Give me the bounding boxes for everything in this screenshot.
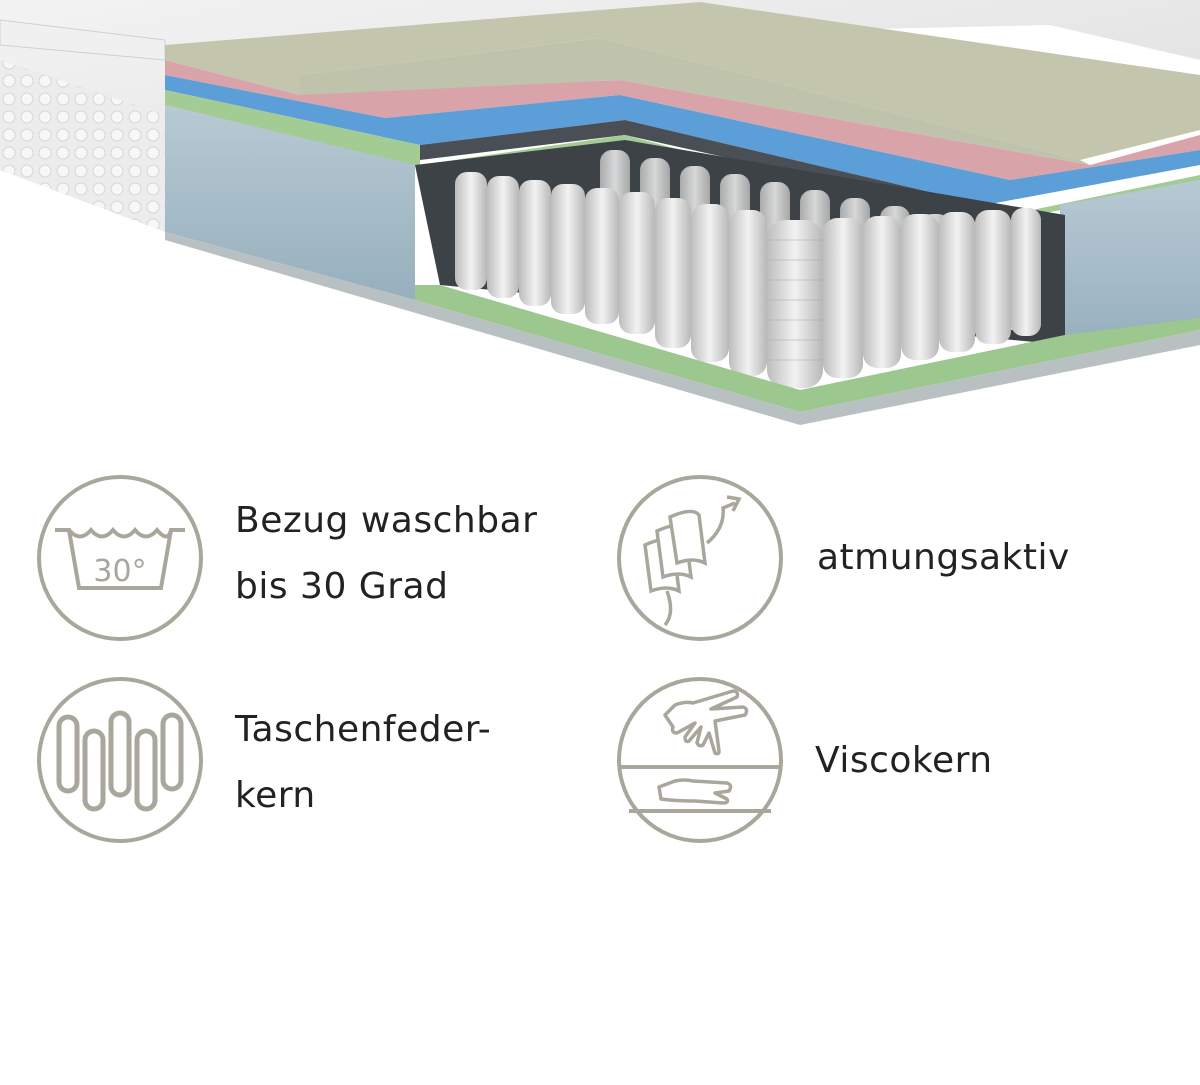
- pocket-springs: [455, 150, 1041, 388]
- blue-layer: [165, 75, 1200, 205]
- wash-30-icon: 30°: [37, 475, 203, 641]
- feature-spring-line-2: kern: [235, 775, 316, 816]
- feature-visco-line-1: Viscokern: [815, 740, 993, 781]
- feature-spring-line-1: Taschenfeder-: [235, 709, 492, 750]
- feature-wash-line-1: Bezug waschbar: [235, 500, 538, 541]
- feature-breathable-line-1: atmungsaktiv: [817, 537, 1070, 578]
- breathable-layers-icon: [617, 475, 783, 641]
- pink-layer: [165, 60, 1200, 180]
- mattress-cutaway-illustration: [0, 0, 1200, 425]
- wash-temp-label: 30°: [93, 554, 146, 589]
- feature-wash-line-2: bis 30 Grad: [235, 566, 449, 607]
- green-base-layer: [415, 285, 1200, 412]
- quilted-cover: [0, 0, 1200, 232]
- pocket-spring-icon: [37, 677, 203, 843]
- base-layer: [165, 232, 1200, 425]
- top-layer: [165, 2, 1200, 160]
- foam-side-right: [1060, 180, 1200, 345]
- visco-hand-icon: [617, 677, 783, 843]
- foam-side-left: [165, 105, 415, 300]
